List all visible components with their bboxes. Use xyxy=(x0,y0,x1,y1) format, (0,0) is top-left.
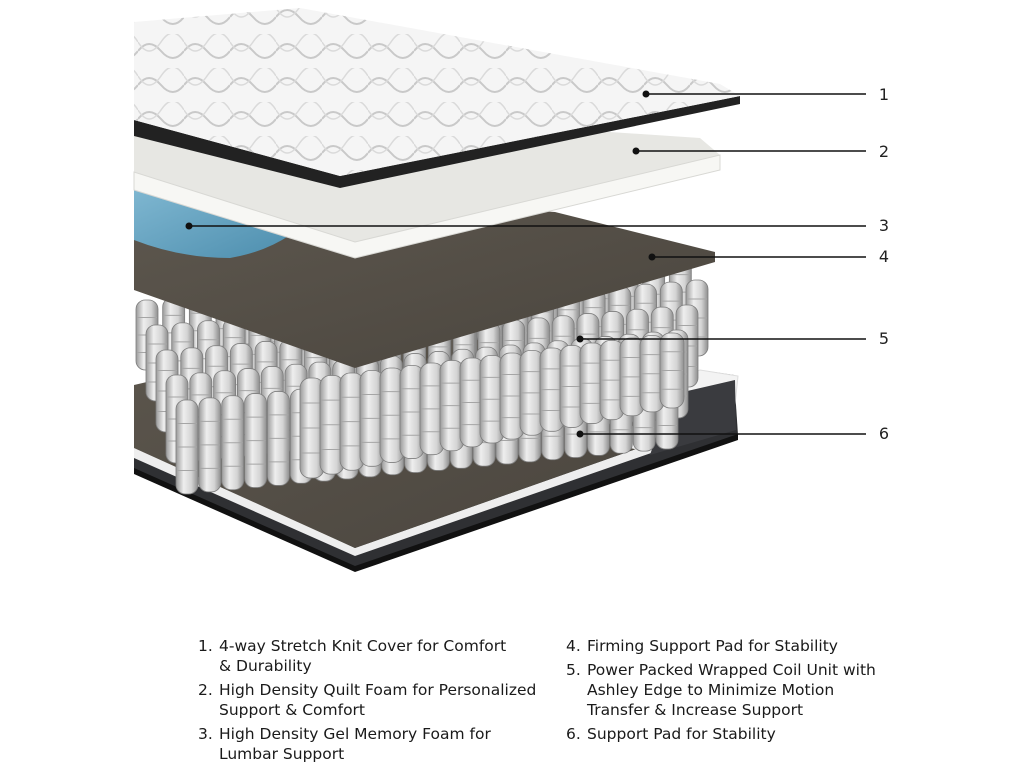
legend-item-6: 6. Support Pad for Stability xyxy=(566,724,896,744)
legend-text: High Density Quilt Foam for Personalized… xyxy=(219,681,537,719)
coil xyxy=(359,370,385,467)
legend-number: 5. xyxy=(566,661,581,679)
coil xyxy=(439,360,465,452)
legend-number: 6. xyxy=(566,725,581,743)
legend-number: 4. xyxy=(566,637,581,655)
firming-support-pad xyxy=(134,200,715,368)
coil xyxy=(221,395,245,491)
coil xyxy=(319,375,345,475)
callout-dot-4 xyxy=(648,253,656,261)
legend-text: Power Packed Wrapped Coil Unit with Ashl… xyxy=(587,661,876,719)
knit-cover xyxy=(134,8,740,188)
coil xyxy=(459,357,485,448)
coil xyxy=(198,397,222,493)
callout-dot-1 xyxy=(642,90,650,98)
coil xyxy=(267,391,290,486)
callout-dot-6 xyxy=(576,430,584,438)
legend-item-4: 4. Firming Support Pad for Stability xyxy=(566,636,896,656)
callout-number-6: 6 xyxy=(878,424,890,443)
legend-item-1: 1. 4-way Stretch Knit Cover for Comfort … xyxy=(198,636,558,676)
coil xyxy=(379,367,405,463)
coil xyxy=(244,393,267,488)
callout-dot-3 xyxy=(185,222,193,230)
coil xyxy=(175,399,199,495)
gel-memory-foam xyxy=(134,188,290,258)
legend-text: 4-way Stretch Knit Cover for Comfort & D… xyxy=(219,637,507,675)
callout-dot-5 xyxy=(576,335,584,343)
legend-text: High Density Gel Memory Foam for Lumbar … xyxy=(219,725,491,763)
base-white-edge xyxy=(134,430,700,556)
coil xyxy=(419,362,445,456)
callout-dot-2 xyxy=(632,147,640,155)
cover-top-pattern xyxy=(134,8,740,176)
legend-column-right: 4. Firming Support Pad for Stability 5. … xyxy=(566,636,896,748)
coil xyxy=(559,345,585,428)
legend-text: Support Pad for Stability xyxy=(587,725,776,743)
cover-side xyxy=(134,96,740,188)
coil xyxy=(339,372,365,471)
legend-text: Firming Support Pad for Stability xyxy=(587,637,838,655)
callout-number-1: 1 xyxy=(878,85,890,104)
legend-item-3: 3. High Density Gel Memory Foam for Lumb… xyxy=(198,724,558,764)
callout-number-3: 3 xyxy=(878,216,890,235)
legend-column-left: 1. 4-way Stretch Knit Cover for Comfort … xyxy=(198,636,558,768)
callout-lines xyxy=(185,90,866,438)
callout-number-2: 2 xyxy=(878,142,890,161)
coil xyxy=(479,355,505,444)
quilt-foam-side xyxy=(133,154,721,259)
coil xyxy=(659,332,685,409)
legend-number: 1. xyxy=(198,637,213,655)
legend-item-5: 5. Power Packed Wrapped Coil Unit with A… xyxy=(566,660,896,720)
legend-number: 2. xyxy=(198,681,213,699)
callout-number-5: 5 xyxy=(878,329,890,348)
callout-number-4: 4 xyxy=(878,247,890,266)
legend-item-2: 2. High Density Quilt Foam for Personali… xyxy=(198,680,558,720)
legend-number: 3. xyxy=(198,725,213,743)
base-bottom-stripe xyxy=(134,434,738,572)
